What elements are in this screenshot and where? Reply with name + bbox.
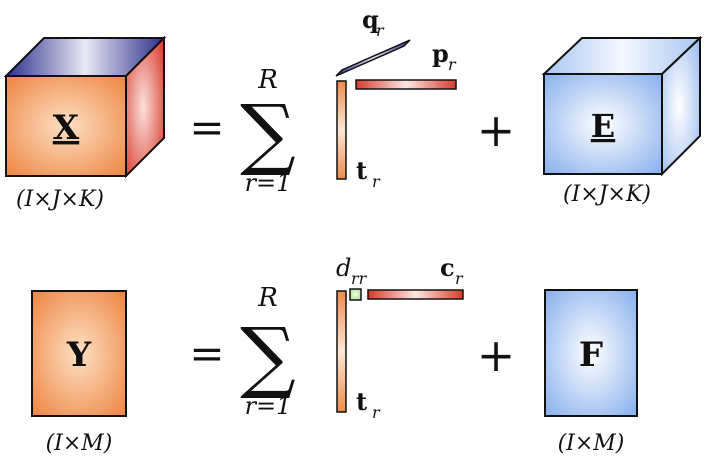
tensor-x-label: X — [53, 108, 80, 148]
factor-p-label: p r — [432, 39, 457, 74]
svg-text:d: d — [336, 254, 351, 282]
matrix-y-dimensions: (I×M) — [46, 431, 113, 456]
matrix-y-rect — [31, 290, 127, 417]
tensor-x-front-face — [5, 75, 127, 177]
svg-text:t: t — [356, 156, 367, 185]
svg-text:c: c — [440, 253, 455, 282]
error-f-label: F — [579, 335, 603, 375]
svg-text:r: r — [372, 172, 381, 191]
factor-q-label: q r — [362, 5, 385, 40]
factor-c-label: c r — [440, 253, 464, 288]
factor-q-bar — [335, 39, 411, 77]
svg-text:p: p — [432, 39, 449, 68]
top-equals-sign: = — [189, 103, 224, 152]
bottom-equals-sign: = — [189, 329, 224, 378]
svg-text:rr: rr — [351, 269, 368, 288]
matrix-y-label: Y — [66, 335, 92, 375]
tensor-x-dimensions: (I×J×K) — [16, 187, 104, 212]
svg-text:r: r — [455, 269, 464, 288]
error-f-dimensions: (I×M) — [558, 431, 625, 456]
error-e-front-face — [543, 73, 663, 175]
factor-c-bar — [367, 289, 464, 300]
factor-p-bar — [355, 79, 457, 90]
factor-t-label-top: t r — [356, 156, 381, 191]
error-e-dimensions: (I×J×K) — [563, 182, 651, 207]
svg-text:r: r — [448, 55, 457, 74]
matrix-y: Y — [31, 290, 127, 417]
factor-t-label-bottom: t r — [356, 387, 381, 422]
error-f-rect — [544, 289, 638, 417]
bottom-plus-sign: + — [477, 328, 516, 382]
error-e-label: E — [591, 107, 615, 145]
top-sum-lower-limit: r=1 — [245, 169, 292, 197]
bottom-sum-symbol: ∑ — [240, 312, 296, 402]
bottom-sum-upper-limit: R — [257, 283, 278, 313]
top-sum-upper-limit: R — [257, 65, 278, 95]
factor-t-bar-top — [336, 80, 347, 180]
factor-d-square — [349, 288, 362, 301]
svg-text:t: t — [356, 387, 367, 416]
svg-text:r: r — [376, 21, 385, 40]
factor-t-bar-bottom — [336, 290, 347, 413]
error-e-cube: E — [541, 35, 703, 177]
svg-text:r: r — [372, 403, 381, 422]
svg-text:q: q — [362, 5, 379, 34]
tensor-x-cube: X — [3, 35, 167, 179]
top-plus-sign: + — [477, 103, 516, 157]
top-sum-symbol: ∑ — [240, 89, 296, 179]
bottom-sum-lower-limit: r=1 — [245, 392, 292, 420]
error-f-matrix: F — [544, 289, 638, 417]
factor-d-label: d rr — [336, 254, 368, 288]
